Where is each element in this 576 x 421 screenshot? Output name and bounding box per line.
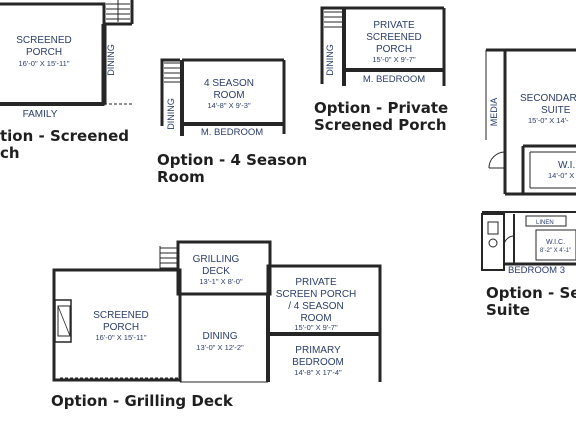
wi-size: 14'-0" X — [548, 171, 574, 180]
room-name: PRIMARY — [295, 345, 341, 356]
room-name: SCREENED — [93, 310, 149, 321]
dining-label: DINING — [106, 44, 116, 76]
room-name: ROOM — [213, 90, 244, 101]
room-name: PORCH — [103, 322, 139, 333]
room-name: / 4 SEASON — [288, 301, 344, 312]
stairs-icon — [106, 0, 130, 22]
bedroom-label: M. BEDROOM — [363, 74, 425, 85]
room-name: DINING — [203, 331, 238, 342]
room-size: 14'-8" X 9'-3" — [207, 101, 251, 110]
family-label: FAMILY — [23, 109, 58, 120]
room-size: 15'-0" X 9'-7" — [372, 55, 416, 64]
room-name: SCREENED — [16, 35, 72, 46]
room-size: 13'-0" X 12'-2" — [196, 343, 244, 352]
bedroom-label: M. BEDROOM — [201, 127, 263, 138]
room-size: 15'-0" X 9'-7" — [294, 323, 338, 332]
stairs-icon — [164, 62, 180, 83]
room-name: 4 SEASON — [204, 78, 254, 89]
room-name: PRIVATE — [295, 277, 337, 288]
caption-line: Option - 4 Season — [157, 151, 308, 169]
room-name: ROOM — [300, 313, 331, 324]
room-name: PRIVATE — [373, 20, 415, 31]
stairs-icon — [159, 246, 178, 270]
bathroom-fixtures — [481, 211, 576, 271]
caption-private-porch: Option - Private Screened Porch — [314, 100, 448, 134]
room-name: DECK — [202, 266, 230, 277]
caption-line: ch — [0, 144, 20, 162]
caption-screened-porch: tion - Screened ch — [0, 128, 129, 162]
dining-label: DINING — [325, 44, 335, 76]
room-size: 13'-1" X 8'-0" — [199, 277, 243, 286]
wi-label: W.I. — [558, 160, 575, 171]
caption-four-season: Option - 4 Season Room — [157, 152, 307, 186]
screened-porch-option-plan: SCREENED PORCH 16'-0" X 15'-11" DINING F… — [0, 0, 134, 120]
room-name: PORCH — [376, 44, 412, 55]
four-season-option-plan: 4 SEASON ROOM 14'-8" X 9'-3" DINING M. B… — [160, 58, 286, 138]
caption-line: Option - Private — [314, 99, 449, 117]
room-name: PORCH — [26, 47, 62, 58]
caption-line: tion - Screened — [0, 127, 129, 145]
room-name: GRILLING — [193, 254, 240, 265]
fireplace-icon — [54, 299, 72, 343]
grilling-deck-option-plan: GRILLING DECK 13'-1" X 8'-0" SCREENED PO… — [52, 240, 382, 383]
secondary-suite-option-plan: MEDIA SECONDAR SUITE 15'-0" X 14'- W.I. … — [481, 48, 576, 276]
dining-label: DINING — [166, 98, 176, 130]
caption-secondary-suite: Option - Sec Suite — [486, 285, 576, 319]
room-name: BEDROOM — [292, 357, 344, 368]
bedroom-label: BEDROOM 3 — [508, 265, 565, 276]
room-name: SECONDAR — [520, 93, 576, 104]
room-name: SUITE — [541, 105, 571, 116]
caption-grilling-deck: Option - Grilling Deck — [51, 393, 233, 410]
wic-label: W.I.C. — [546, 239, 565, 246]
room-size: 16'-0" X 15'-11" — [96, 333, 147, 342]
linen-label: LINEN — [536, 220, 554, 226]
caption-line: Option - Sec — [486, 284, 576, 302]
room-name: SCREENED — [366, 32, 422, 43]
room-size: 15'-0" X 14'- — [528, 116, 569, 125]
caption-line: Suite — [486, 301, 530, 319]
caption-line: Screened Porch — [314, 116, 447, 134]
room-name: SCREEN PORCH — [276, 289, 357, 300]
media-label: MEDIA — [489, 98, 499, 127]
caption-line: Option - Grilling Deck — [51, 392, 233, 410]
room-size: 14'-8" X 17'-4" — [294, 368, 342, 377]
private-porch-option-plan: PRIVATE SCREENED PORCH 15'-0" X 9'-7" DI… — [320, 6, 446, 86]
wic-size: 8'-2" X 4'-1" — [540, 248, 571, 254]
caption-line: Room — [157, 168, 205, 186]
stairs-icon — [324, 11, 342, 28]
room-size: 16'-0" X 15'-11" — [19, 59, 70, 68]
